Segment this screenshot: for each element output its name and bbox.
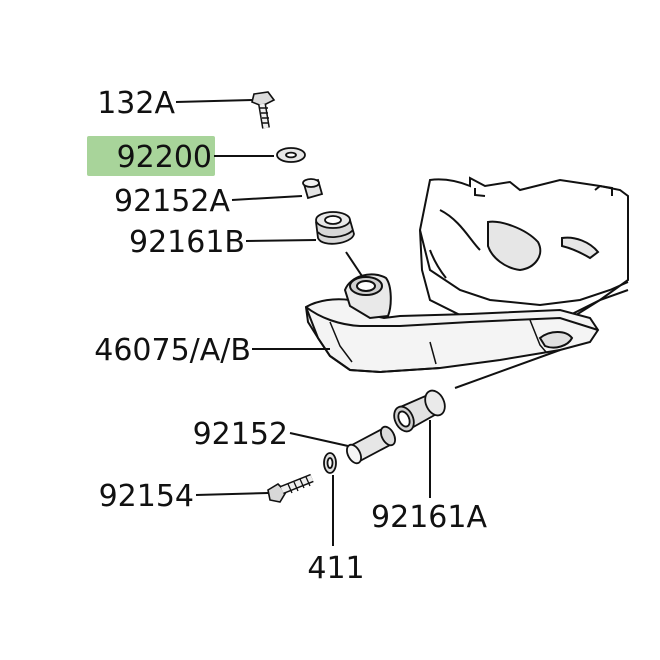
highlight-92200 — [87, 136, 215, 176]
label-92200: 92200 — [117, 140, 212, 175]
label-92152: 92152 — [193, 417, 288, 452]
frame-body — [418, 176, 629, 332]
washer-411 — [323, 452, 337, 474]
label-92154: 92154 — [99, 479, 194, 514]
label-92161B: 92161B — [129, 225, 245, 260]
label-92152A: 92152A — [114, 184, 230, 219]
bolt-132A — [251, 91, 276, 129]
label-411: 411 — [307, 551, 364, 586]
grommet-92161B — [315, 211, 355, 245]
bolt-92154 — [267, 473, 314, 503]
assembly-lines — [345, 251, 561, 389]
collar-92152 — [346, 425, 396, 465]
bushing-92161A — [393, 389, 446, 433]
bracket-46075 — [304, 273, 600, 374]
label-46075-A-B: 46075/A/B — [94, 333, 251, 368]
label-132A: 132A — [97, 86, 175, 121]
label-92161A: 92161A — [371, 500, 487, 535]
collar-92152A — [302, 178, 324, 200]
leader-lines — [175, 99, 431, 546]
washer-92200 — [276, 147, 306, 163]
